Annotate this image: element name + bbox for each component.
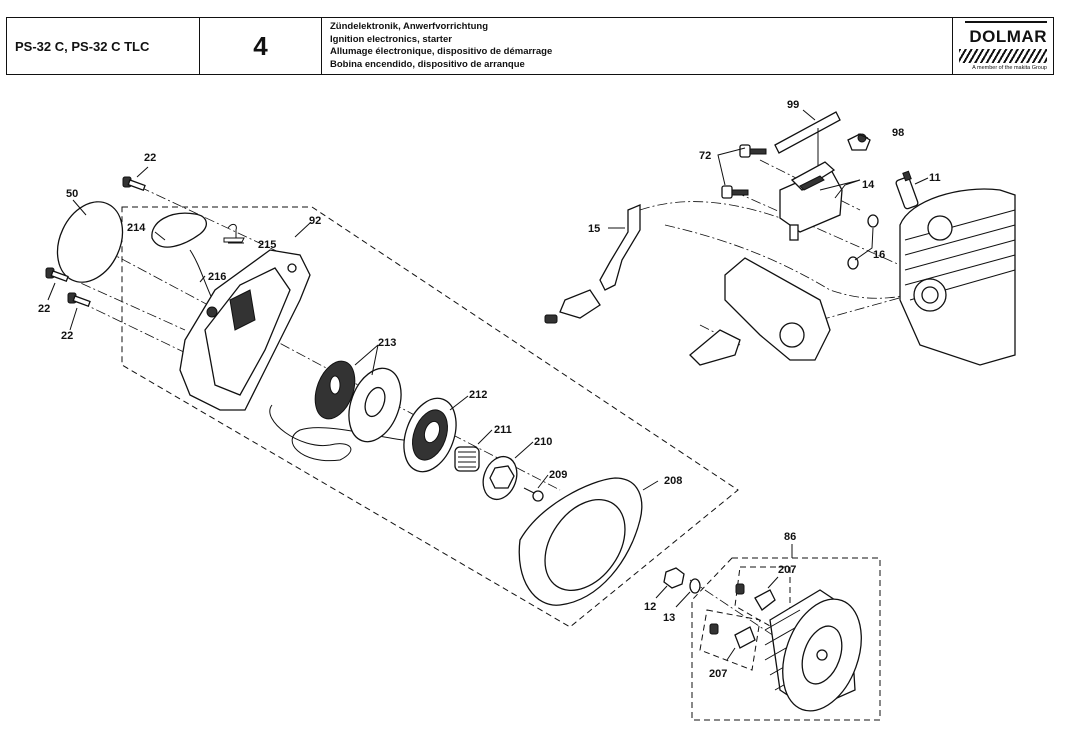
part-213-recoil-spring [314,360,356,420]
callout-12: 12 [644,601,656,613]
title-en: Ignition electronics, starter [330,33,452,45]
callout-72: 72 [699,150,711,162]
callout-15: 15 [588,223,600,235]
part-16-washer-upper [867,214,879,228]
group-92-outline [121,206,739,628]
axis-line [139,186,301,263]
axis-line [734,191,901,266]
callout-50: 50 [66,188,78,200]
logo-tagline: A member of the makita Group [972,65,1047,71]
callout-209: 209 [549,469,567,481]
callout-99: 99 [787,99,799,111]
part-22-screw-lower [67,292,91,308]
logo-hatch-icon [959,49,1047,63]
part-15-stop-switch-lever [544,204,641,324]
logo-rule [965,21,1047,23]
part-86-flywheel [764,589,862,712]
part-210-drive-nut [482,455,518,501]
callout-214: 214 [127,222,146,234]
part-99-tube [774,111,841,154]
callout-213: 213 [378,337,396,349]
callout-207: 207 [778,564,796,576]
callout-22: 22 [61,330,73,342]
part-208-starter-housing [518,477,643,606]
wire-path [664,224,911,299]
part-207-pawl-lower [709,623,756,649]
part-209-screw [523,487,544,502]
part-207-pawl-upper [735,583,776,611]
part-72-screw-lower [721,185,749,199]
group-207-upper-outline [734,566,791,627]
axis-line [79,301,191,356]
engine-carrier-bracket [689,257,831,366]
callout-216: 216 [208,271,226,283]
logo-brand: DOLMAR [969,27,1047,46]
group-207-lower-outline [699,609,761,671]
leader-lines [47,109,929,661]
brand-logo: DOLMAR A member of the makita Group [953,18,1053,74]
wire-path [639,201,801,226]
part-92-fan-housing [179,249,311,411]
part-212-rope-pulley [403,397,457,473]
callout-14: 14 [862,179,875,191]
callout-13: 13 [663,612,675,624]
page-number: 4 [200,18,322,74]
part-50-cover-disc [56,201,124,283]
group-86-outline [691,557,881,721]
part-213-spring-plate [348,367,402,443]
title-es: Bobina encendido, dispositivo de arranqu… [330,58,525,70]
callout-86: 86 [784,531,796,543]
title-block: PS-32 C, PS-32 C TLC 4 Zündelektronik, A… [6,17,1054,75]
callout-92: 92 [309,215,321,227]
axis-line [819,294,911,321]
part-211-spring [454,446,480,472]
part-214-handle [151,212,207,248]
title-de: Zündelektronik, Anwerfvorrichtung [330,21,488,32]
callout-210: 210 [534,436,552,448]
callout-22: 22 [38,303,50,315]
callout-212: 212 [469,389,487,401]
part-14-ignition-coil [779,161,843,241]
title-fr: Allumage électronique, dispositivo de dé… [330,46,553,57]
callout-207: 207 [709,668,727,680]
callout-22: 22 [144,152,156,164]
callout-211: 211 [494,424,512,436]
model-name: PS-32 C, PS-32 C TLC [7,18,200,74]
callout-16: 16 [873,249,885,261]
part-22-screw-top [122,176,146,192]
section-titles: Zündelektronik, Anwerfvorrichtung Igniti… [322,18,953,74]
axis-line [64,275,186,331]
callout-215: 215 [258,239,276,251]
part-72-screw-upper [739,144,767,158]
part-98-connector [847,133,871,151]
callout-98: 98 [892,127,904,139]
part-22-screw-left [45,267,69,283]
callout-208: 208 [664,475,682,487]
part-11-spark-plug [895,170,919,210]
callout-11: 11 [929,172,941,184]
part-12-nut [663,567,685,589]
part-215-clip [223,223,245,243]
engine-cylinder [899,188,1016,366]
part-13-washer [689,578,701,594]
